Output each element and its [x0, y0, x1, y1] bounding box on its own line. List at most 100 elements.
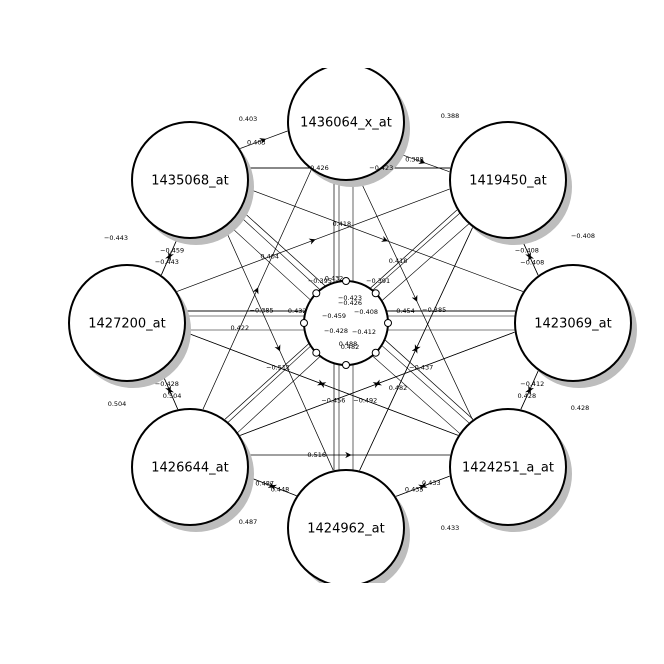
- edge-weight-label: 0.404: [260, 253, 279, 261]
- node-circle: [449, 408, 567, 526]
- node-circle: [131, 121, 249, 239]
- hub-weight-label: −0.412: [352, 328, 376, 336]
- edge-n1-n4: [359, 179, 473, 420]
- node-label: 1419450_at: [469, 174, 546, 189]
- edge-n8-n3: [248, 188, 524, 292]
- node-n2: 1419450_at: [449, 121, 572, 245]
- edge-weight-label: −0.408: [515, 247, 539, 255]
- node-circle: [131, 408, 249, 526]
- edge-weight-label: 0.482: [389, 384, 408, 392]
- edge-weight-label: 0.448: [271, 485, 290, 493]
- edge-n4-n3: [520, 370, 539, 410]
- hub-spoke: [237, 356, 321, 434]
- edge-weight-label: 0.418: [332, 220, 351, 228]
- hub-weight-label: −0.428: [324, 327, 348, 335]
- edge-weight-label: 0.435: [405, 486, 424, 494]
- edge-n5-n2: [359, 227, 473, 471]
- hub-port: [312, 348, 321, 357]
- edge-n1-n2: [396, 152, 450, 173]
- edge-weight-label: 0.433: [422, 479, 441, 487]
- hub-port: [371, 289, 380, 298]
- hub-port: [312, 289, 321, 298]
- edge-weight-label: 0.422: [230, 324, 249, 332]
- hub-port: [300, 319, 308, 327]
- hub-port: [371, 348, 380, 357]
- hub-weight-label: −0.423: [338, 294, 362, 302]
- edge-n6-n1: [202, 169, 312, 410]
- edge-weight-label: 0.428: [517, 392, 536, 400]
- edge-weight-label: −0.456: [321, 396, 345, 404]
- loop-weight-label: 0.433: [441, 524, 460, 532]
- edge-n6-n3: [239, 331, 515, 436]
- node-circle: [68, 264, 186, 382]
- edge-weight-label: −0.385: [250, 306, 274, 314]
- hub-spoke: [227, 346, 311, 423]
- node-label: 1426644_at: [151, 461, 228, 476]
- hub-port: [384, 319, 392, 327]
- hub-weight-label: −0.426: [338, 299, 362, 307]
- edge-n4-n7: [185, 331, 459, 436]
- node-circle: [449, 121, 567, 239]
- node-n3: 1423069_at: [514, 264, 637, 388]
- node-n6: 1426644_at: [131, 408, 254, 532]
- node-label: 1423069_at: [534, 317, 611, 332]
- hub-spoke: [381, 223, 470, 301]
- edges-layer: [160, 130, 539, 497]
- node-n5: 1424962_at: [287, 469, 410, 583]
- edge-weight-label: 0.403: [247, 139, 266, 147]
- node-label: 1436064_x_at: [300, 116, 392, 131]
- node-label: 1424251_a_at: [462, 461, 554, 476]
- loop-weight-label: 0.504: [108, 400, 127, 408]
- edge-weight-label: −0.443: [155, 258, 179, 266]
- edge-weight-label: 0.432: [288, 307, 307, 315]
- edge-weight-label: 0.432: [325, 275, 344, 283]
- loop-weight-label: 0.487: [239, 518, 258, 526]
- edge-n4-n5: [395, 475, 450, 497]
- hub-weight-label: −0.408: [354, 308, 378, 316]
- edge-weight-label: −0.395: [308, 277, 332, 285]
- center-hub: −0.423−0.426−0.408 −0.459 −0.412 −0.428 0.48…: [300, 277, 392, 369]
- node-circle: [287, 68, 405, 181]
- hub-spoke: [372, 355, 461, 434]
- edge-weight-label: −0.492: [353, 396, 377, 404]
- edge-weight-label: 0.487: [255, 479, 274, 487]
- edge-weight-label: −0.408: [520, 258, 544, 266]
- edge-n8-n7: [161, 237, 178, 275]
- hub-port: [342, 277, 350, 285]
- edge-weight-label: 0.418: [389, 257, 408, 265]
- loop-weight-label: −0.443: [104, 234, 128, 242]
- node-n4: 1424251_a_at: [449, 408, 572, 532]
- hub-spoke: [237, 213, 321, 290]
- edge-labels-layer: 0.4030.388−0.426−0.4230.432−0.391−0.395−…: [104, 112, 595, 532]
- loop-weight-label: −0.408: [571, 232, 595, 240]
- hub-weight-label: −0.459: [322, 312, 346, 320]
- edge-n8-n5: [224, 227, 334, 471]
- edge-n8-n1: [240, 130, 288, 149]
- nodes-layer: 1436064_x_at 1419450_at 1423069_at 1424251_…: [68, 68, 637, 583]
- edge-weight-label: 0.504: [163, 392, 182, 400]
- edge-weight-label: −0.426: [305, 164, 329, 172]
- loop-weight-label: 0.428: [571, 404, 590, 412]
- hub-weight-label: 0.488: [339, 340, 358, 348]
- edge-weight-label: 0.516: [307, 451, 326, 459]
- hub-port: [342, 361, 350, 369]
- loop-weight-label: 0.388: [441, 112, 460, 120]
- hub-spoke: [227, 224, 311, 301]
- node-circle: [514, 264, 632, 382]
- node-n1: 1436064_x_at: [287, 68, 410, 187]
- node-n8: 1435068_at: [131, 121, 254, 245]
- node-circle: [287, 469, 405, 583]
- loop-weight-label: 0.403: [239, 115, 258, 123]
- edge-weight-label: 0.388: [405, 155, 424, 163]
- edge-weight-label: −0.437: [409, 363, 433, 371]
- edge-weight-label: −0.428: [155, 380, 179, 388]
- edge-weight-label: −0.391: [366, 277, 390, 285]
- edge-weight-label: −0.459: [160, 246, 184, 254]
- edge-weight-label: −0.412: [520, 380, 544, 388]
- node-n7: 1427200_at: [68, 264, 191, 388]
- hub-spoke: [381, 345, 470, 424]
- node-label: 1435068_at: [151, 174, 228, 189]
- edge-n7-n2: [176, 188, 450, 292]
- edge-weight-label: −0.385: [422, 306, 446, 314]
